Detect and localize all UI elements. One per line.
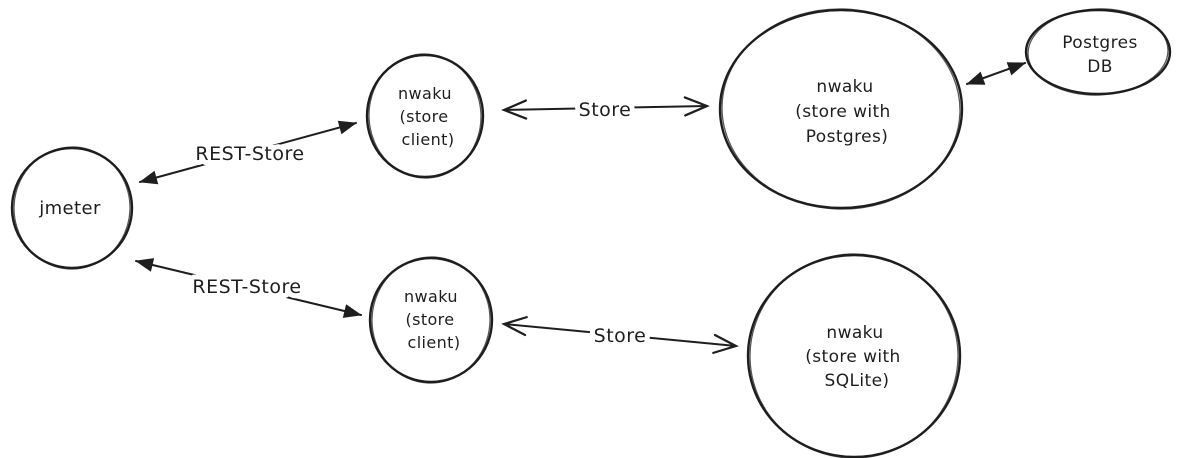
edge-store-bottom: Store xyxy=(501,316,739,354)
rest-store-top-arrow xyxy=(139,120,357,185)
store-client-bottom-label-line3: client) xyxy=(408,333,461,352)
node-nwaku-store-postgres: nwaku (store with Postgres) xyxy=(718,8,964,210)
postgres-db-ellipse xyxy=(1024,8,1172,96)
store-client-top-label-line1: nwaku xyxy=(398,84,452,103)
store-top-label: Store xyxy=(579,99,632,121)
store-client-bottom-label-line2: (store xyxy=(405,310,454,329)
edge-rest-store-top: REST-Store xyxy=(139,120,357,185)
store-client-bottom-circle-sketch xyxy=(371,256,491,384)
rest-store-bottom-arrow xyxy=(135,258,362,318)
store-sqlite-label-line2: (store with xyxy=(805,347,901,367)
store-sqlite-circle xyxy=(746,253,962,458)
store-client-top-label-line2: (store xyxy=(399,107,448,126)
jmeter-circle xyxy=(10,146,134,270)
edge-store-top: Store xyxy=(501,94,710,126)
node-nwaku-store-client-top: nwaku (store client) xyxy=(365,53,485,179)
store-postgres-label-line1: nwaku xyxy=(816,77,873,97)
store-postgres-circle xyxy=(718,8,964,210)
store-client-bottom-circle xyxy=(368,256,494,384)
postgres-db-label-line1: Postgres xyxy=(1062,33,1138,53)
store-postgres-label-line3: Postgres) xyxy=(806,127,889,147)
node-jmeter: jmeter xyxy=(10,146,134,270)
store-client-top-label-line3: client) xyxy=(402,130,455,149)
store-sqlite-label-line1: nwaku xyxy=(826,323,883,343)
store-client-bottom-label-line1: nwaku xyxy=(404,287,458,306)
store-client-top-circle-sketch xyxy=(368,53,482,179)
store-postgres-circle-sketch xyxy=(721,8,961,210)
jmeter-circle-sketch xyxy=(13,146,131,270)
rest-store-top-label: REST-Store xyxy=(195,143,304,165)
store-bottom-arrow xyxy=(501,316,739,354)
store-bottom-label: Store xyxy=(594,325,647,347)
jmeter-label: jmeter xyxy=(38,198,101,219)
node-postgres-db: Postgres DB xyxy=(1024,8,1172,96)
postgres-db-link-arrow xyxy=(966,62,1026,85)
edge-rest-store-bottom: REST-Store xyxy=(135,258,362,318)
edge-postgres-db-link xyxy=(966,62,1026,85)
node-nwaku-store-sqlite: nwaku (store with SQLite) xyxy=(746,253,962,458)
rest-store-bottom-label: REST-Store xyxy=(192,276,301,298)
store-client-top-circle xyxy=(365,53,485,179)
postgres-db-ellipse-sketch xyxy=(1027,8,1169,96)
postgres-db-label-line2: DB xyxy=(1087,57,1113,77)
node-nwaku-store-client-bottom: nwaku (store client) xyxy=(368,256,494,384)
store-postgres-label-line2: (store with xyxy=(795,102,891,122)
store-top-arrow xyxy=(501,96,710,120)
store-sqlite-label-line3: SQLite) xyxy=(825,371,890,391)
